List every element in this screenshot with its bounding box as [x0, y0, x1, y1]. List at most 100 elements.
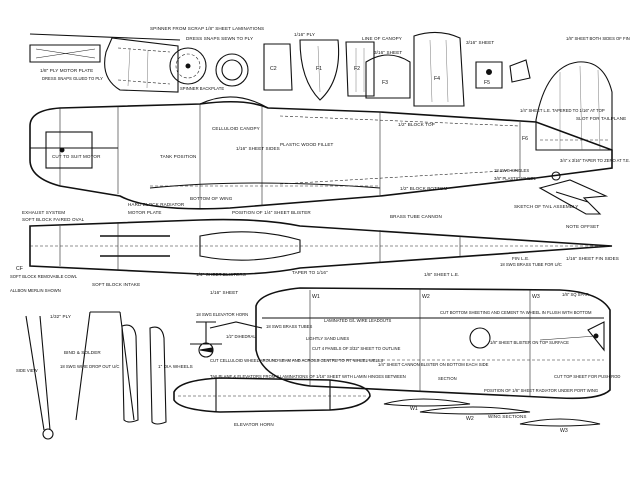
label-sheet-316: 3/16" SHEET [374, 50, 402, 55]
former-f5 [475, 61, 503, 89]
label-brass-tubes: 18 SWG BRASS TUBES [266, 324, 312, 329]
label-f5: F5 [484, 80, 490, 86]
label-sheet-blister-top: 1/8" SHEET BLISTER ON TOP SURFACE [490, 340, 569, 345]
former-f4 [413, 31, 465, 107]
label-exhaust: EXHAUST SYSTEM [22, 210, 65, 215]
cockpit-top [199, 231, 301, 261]
former-f1 [299, 39, 340, 101]
label-ply-132: 1/32" PLY [50, 314, 71, 319]
label-cut-4-panels: CUT 4 PANELS OF 3/32" SHEET TO OUTLINE [312, 346, 401, 351]
section-w1 [383, 398, 471, 407]
label-tailplane-elevators: TAILPLANE & ELEVATORS FROM 2 LAMINATIONS… [210, 374, 406, 379]
wing-sections [383, 398, 601, 427]
label-dihedral: 1/2" DIHEDRAL [226, 334, 256, 339]
label-cut-bottom-sheeting: CUT BOTTOM SHEETING AND CEMENT TA WHEEL … [440, 310, 592, 315]
motor-plate-outline [29, 44, 101, 63]
label-sheet-both-sides: 1/8" SHEET BOTH SIDES OF FIN [566, 36, 630, 41]
label-block-top: 1/2" BLOCK TOP [398, 122, 435, 127]
fuselage-top-outline [29, 218, 613, 276]
label-w2-section: W2 [466, 416, 474, 422]
elevator-horn-part [190, 321, 222, 345]
label-dress-snaps-glued: DRESS SNAPS GLUED TO PLY [42, 76, 103, 81]
wheel-well [469, 327, 491, 349]
tailplane-outline [173, 377, 371, 413]
label-laminated-leadouts: LAMINATED G/L WIRE LEADOUTS [324, 318, 391, 323]
label-bind-solder: BIND & SOLDER [64, 350, 101, 355]
label-cf: CF [16, 266, 23, 272]
fin-outline [535, 61, 613, 151]
wing-outline [255, 287, 611, 400]
fuselage-side-view [29, 96, 613, 210]
label-elevator-horn2: ELEVATOR HORN [234, 422, 274, 427]
formers-row [263, 31, 531, 107]
label-tank-position: TANK POSITION [160, 154, 196, 159]
label-w1-wing: W1 [312, 294, 320, 300]
spinner-outline [104, 37, 179, 93]
fuselage-top-view [29, 218, 613, 276]
label-sheet-fin-le: 1/8" SHEET L.E. [424, 272, 459, 277]
label-cut-celluloid: CUT CELLULOID WHEEL AROUND SEAM AND ACRO… [210, 358, 383, 363]
label-w3-wing: W3 [532, 294, 540, 300]
spinner-and-motor-plate-group [29, 33, 249, 93]
label-wing-sections: WING SECTIONS [488, 414, 527, 419]
label-cut-top-sheet: CUT TOP SHEET FOR PUSH ROD [554, 374, 620, 379]
label-ply-116: 1/16" PLY [294, 32, 315, 37]
label-soft-block-intake: SOFT BLOCK INTAKE [92, 282, 140, 287]
label-w1-section: W1 [410, 406, 418, 412]
label-swg-wire: 18 SWG WIRE DROP OUT U/C [60, 364, 119, 369]
label-radiator-pos: POSITION OF 1/8" SHEET RADIATOR UNDER PO… [484, 388, 598, 393]
label-sheet-sides: 1/16" SHEET SIDES [236, 146, 280, 151]
label-soft-block-removable: SOFT BLOCK REMOVABLE COWL [10, 274, 78, 279]
label-f3: F3 [382, 80, 388, 86]
wheel-block-right [149, 326, 167, 425]
label-motor-plate: MOTOR PLATE [128, 210, 162, 215]
bellcrank [587, 321, 605, 352]
label-spinner-backplate: SPINNER BACKPLATE [180, 86, 224, 91]
plan-labels: SPINNER FROM SCRAP 1/8" SHEET LAMINATION… [10, 26, 630, 434]
tail-wheel [551, 171, 561, 181]
label-note-offset: NOTE OFFSET [566, 224, 599, 229]
canopy-outline [199, 96, 269, 109]
label-line-of-canopy: LINE OF CANOPY [362, 36, 402, 41]
label-bottom-of-wing: BOTTOM OF WING [190, 196, 233, 201]
label-spinner: SPINNER FROM SCRAP 1/8" SHEET LAMINATION… [150, 26, 264, 31]
label-sheet-fin-sides: 1/16" SHEET FIN SIDES [566, 256, 619, 261]
wheel-sketch [198, 342, 214, 358]
label-sheet-blisters: 1/4" SHEET BLISTERS [196, 272, 246, 277]
label-taper-to: TAPER TO 1/16" [292, 270, 328, 275]
label-f6: F6 [522, 136, 528, 142]
label-hard-block-radiator: HARD BLOCK RADIATOR [128, 202, 185, 207]
label-side-view: SIDE VIEW [16, 368, 38, 373]
label-elevator-horn: 18 SWG ELEVATOR HORN [196, 312, 248, 317]
label-slot-tailplane: SLOT FOR TAILPLANE [576, 116, 626, 121]
label-block-bottom: 1/2" BLOCK BOTTOM [400, 186, 447, 191]
wing-plan-view [255, 287, 611, 400]
label-f2: F2 [354, 66, 360, 72]
label-section: SECTION [438, 376, 457, 381]
uc-leg-side [25, 315, 45, 431]
label-cut-motor: CUT TO SUIT MOTOR [52, 154, 101, 159]
label-singles: 18 SWG SINGLES [494, 168, 529, 173]
label-soft-block-faired: SOFT BLOCK FAIRED OVAL [22, 217, 85, 222]
label-dress-snaps-sew: DRESS SNAPS SEWN TO PLY [186, 36, 253, 41]
label-plastic-wood: PLASTIC WOOD FILLET [280, 142, 334, 147]
engine-outline [45, 131, 93, 169]
label-f1: F1 [316, 66, 322, 72]
former-f2 [345, 41, 375, 97]
label-brass-tube-cannon: BRASS TUBE CANNON [390, 214, 442, 219]
label-sheet-le: 1/4" SHEET L.E. TAPERED TO 1/16" AT TOP [520, 108, 605, 113]
label-sketch-tail: SKETCH OF TAIL ASSEMBLY [514, 204, 578, 209]
label-plastic-wheel: 3/8" PLASTIC WHEEL [494, 176, 537, 181]
label-sheet-blister-pos: POSITION OF 1/4" SHEET BLISTER [232, 210, 311, 215]
label-w2-wing: W2 [422, 294, 430, 300]
label-w3-section: W3 [560, 428, 568, 434]
label-cannon-blister: 1/4" SHEET CANNON BLISTER ON BOTTOM EACH… [378, 362, 489, 367]
fin-assembly [535, 61, 613, 151]
label-lightly-sand: LIGHTLY SAND LINES [306, 336, 349, 341]
label-f4: F4 [434, 76, 440, 82]
wheel-block-left [121, 324, 139, 423]
dihedral-gauge [209, 321, 263, 329]
label-brass-tube-uc: 18 SWG BRASS TUBE FOR U/C [500, 262, 562, 267]
label-celluloid-canopy: CELLULOID CANOPY [212, 126, 260, 131]
